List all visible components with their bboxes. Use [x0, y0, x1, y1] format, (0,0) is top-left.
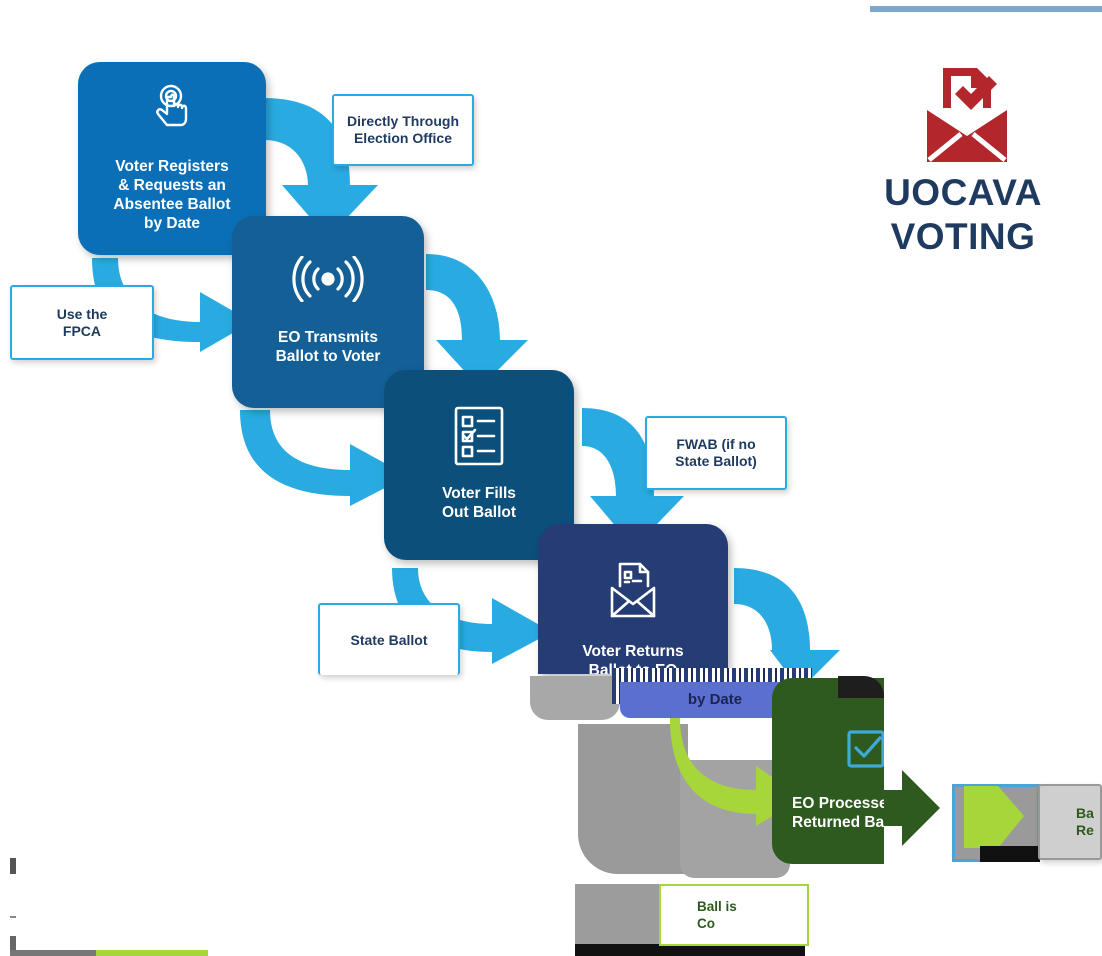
fragment-mark-1	[10, 858, 16, 874]
logo-title-line1: UOCAVA	[884, 172, 1042, 213]
step-eo-processes: EO Processes Returned Ballo	[772, 678, 884, 864]
arrow-return-to-process	[734, 568, 840, 690]
note-counted-line2: Co	[697, 916, 715, 931]
fragment-bar-lime	[96, 950, 208, 956]
glitch-bottom-black	[575, 944, 805, 956]
step1-line2: & Requests an	[118, 177, 226, 194]
checkbox-icon	[847, 730, 884, 768]
envelope-document-icon	[610, 562, 656, 618]
glitch-grey-block-2	[578, 724, 688, 874]
glitch-grey-block-1	[530, 676, 620, 720]
step5-line2: Returned Ballo	[792, 814, 884, 831]
envelope-check-icon	[927, 68, 1007, 162]
glitch-black-bar	[980, 846, 1040, 862]
step-voter-returns: Voter Returns Ballot to EO	[538, 524, 728, 674]
logo-title-line2: VOTING	[890, 216, 1036, 257]
step-voter-fills-out: Voter Fills Out Ballot	[384, 370, 574, 560]
note-fpca-line2: FPCA	[62, 322, 102, 339]
top-rule	[870, 6, 1102, 12]
fragment-bar-bottom	[10, 950, 96, 956]
step5-line1: EO Processes	[792, 795, 884, 812]
step2-line2: Ballot to Voter	[275, 348, 381, 365]
green-arrow-to-result	[884, 770, 940, 846]
step1-line1: Voter Registers	[115, 158, 229, 175]
lime-arrow-to-result	[964, 786, 1024, 848]
note-counted-line1: Ball is	[697, 899, 737, 914]
step1-line4: by Date	[144, 215, 200, 232]
arrow-state-to-return	[392, 568, 552, 664]
note-fwab-line2: State Ballot)	[675, 453, 757, 469]
note-result-line1: Ba	[1076, 805, 1094, 821]
step4-by-date: by Date	[687, 691, 743, 708]
step2-line1: EO Transmits	[278, 329, 378, 346]
arrow-transmit-to-fill	[426, 254, 528, 388]
broadcast-signal-icon	[292, 256, 364, 302]
note-fpca-line1: Use the	[56, 305, 108, 322]
note-state-ballot-label: State Ballot	[350, 631, 428, 648]
note-fwab-line1: FWAB (if no	[676, 436, 756, 452]
fragment-bar-grey	[10, 936, 16, 956]
note-directly-line1: Directly Through	[346, 113, 459, 129]
step3-line1: Voter Fills	[442, 485, 516, 502]
step1-line3: Absentee Ballot	[113, 196, 231, 213]
arrow-transmit-to-fill-left	[240, 410, 408, 506]
fragment-mark-2	[10, 916, 16, 918]
step3-line2: Out Ballot	[441, 504, 517, 521]
arrow-directly-to-transmit	[264, 98, 378, 238]
note-directly-line2: Election Office	[353, 130, 452, 146]
note-result-line2: Re	[1076, 822, 1094, 838]
lime-arrow-to-process	[670, 718, 802, 826]
step4-line1: Voter Returns	[582, 643, 684, 660]
note-ballot-counted-partial: Ball is Co	[659, 884, 809, 946]
hand-pointer-icon	[156, 84, 188, 127]
glitch-green-notch	[838, 676, 884, 698]
arrow-fwab-to-return	[582, 408, 684, 548]
checklist-icon	[454, 406, 504, 466]
note-state-ballot: State Ballot	[318, 603, 460, 675]
step-voter-registers: Voter Registers & Requests an Absentee B…	[78, 62, 266, 255]
